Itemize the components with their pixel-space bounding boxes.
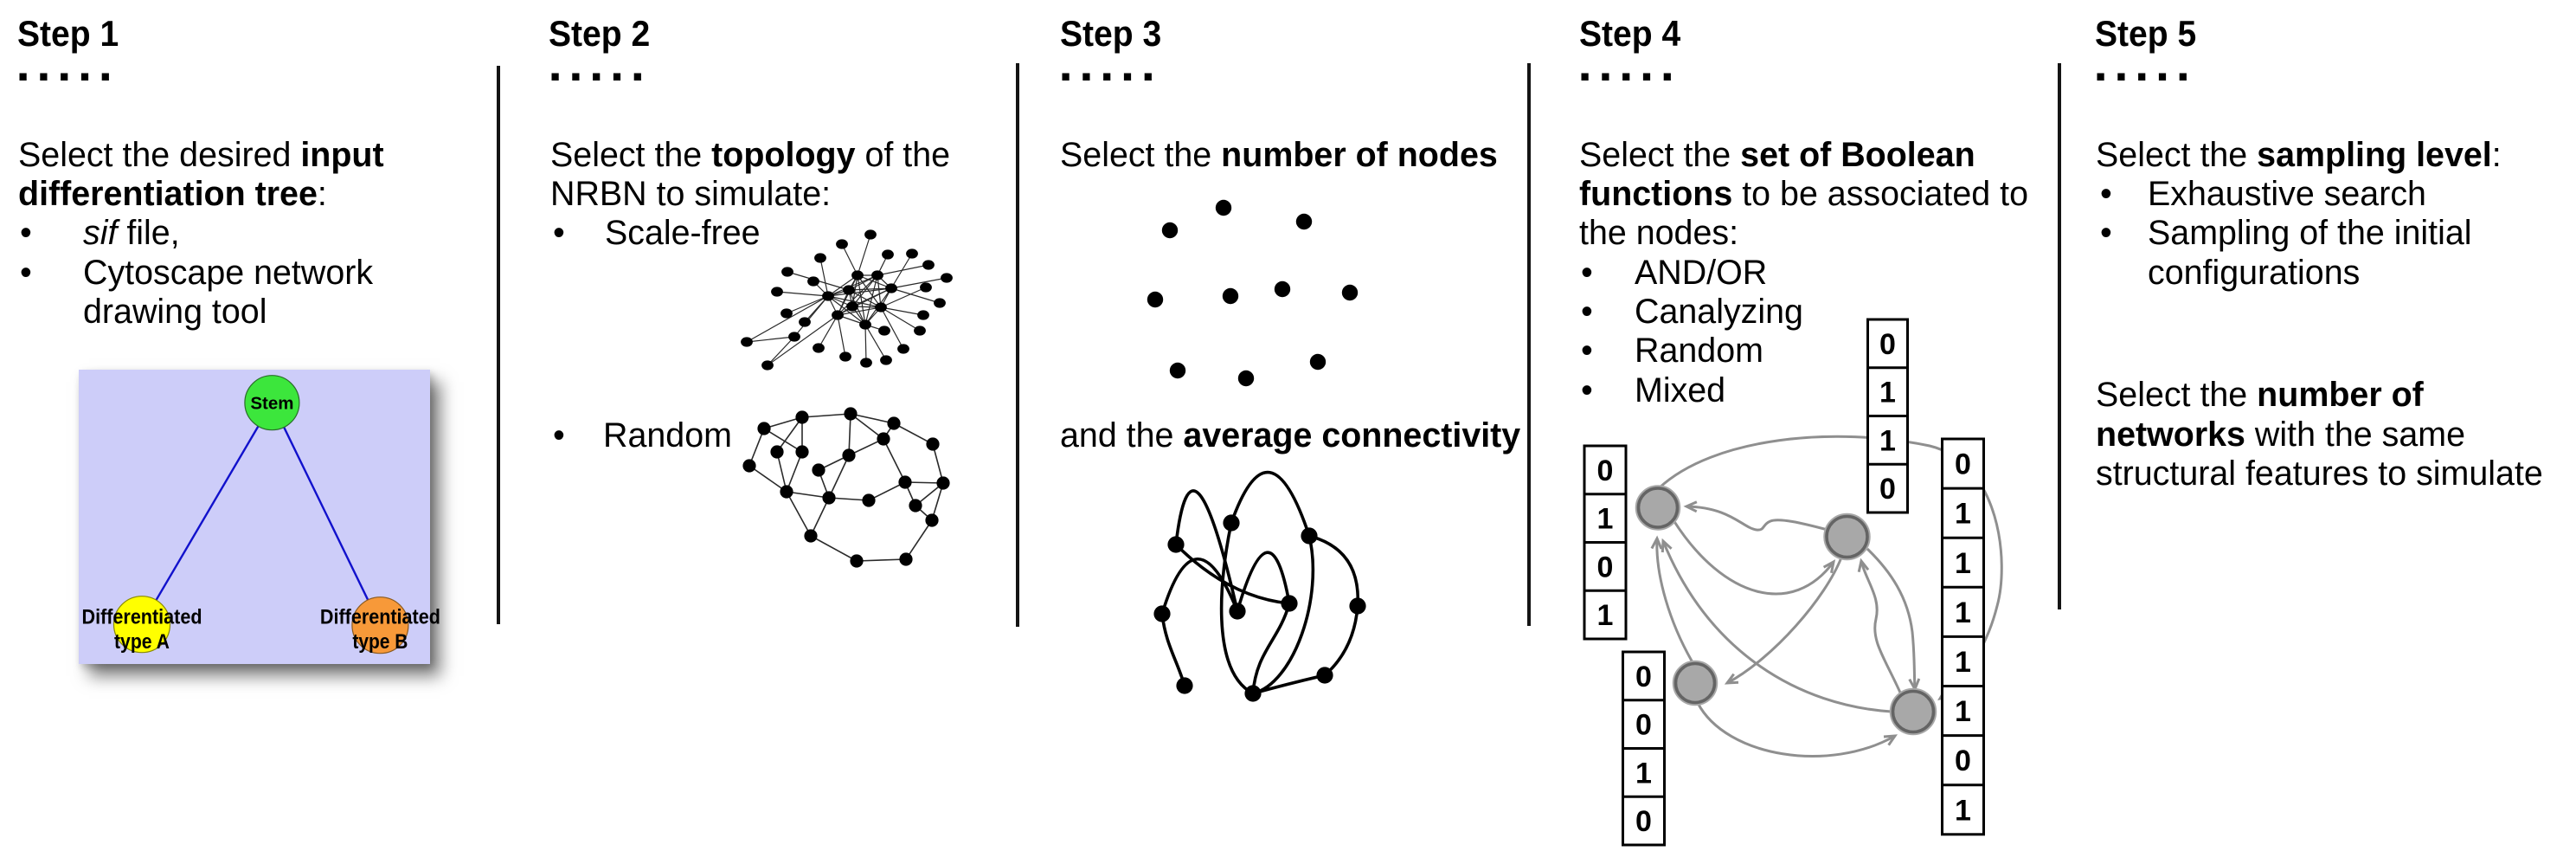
svg-text:Differentiated: Differentiated	[81, 605, 202, 629]
svg-text:1: 1	[1955, 794, 1971, 827]
svg-text:0: 0	[1635, 709, 1652, 742]
svg-text:1: 1	[1955, 547, 1971, 580]
svg-text:0: 0	[1955, 448, 1971, 481]
svg-text:0: 0	[1955, 745, 1971, 777]
svg-text:1: 1	[1879, 424, 1896, 457]
svg-text:0: 0	[1879, 473, 1896, 506]
svg-text:0: 0	[1635, 661, 1652, 693]
svg-text:1: 1	[1955, 646, 1971, 679]
svg-text:1: 1	[1955, 695, 1971, 728]
svg-text:1: 1	[1597, 503, 1614, 536]
svg-text:1: 1	[1955, 498, 1971, 531]
svg-text:1: 1	[1635, 757, 1652, 790]
svg-text:type A: type A	[114, 630, 170, 654]
svg-text:Differentiated: Differentiated	[319, 605, 440, 629]
svg-text:1: 1	[1597, 599, 1614, 632]
svg-text:Stem: Stem	[250, 393, 293, 413]
svg-text:1: 1	[1955, 596, 1971, 629]
svg-text:1: 1	[1879, 377, 1896, 409]
svg-text:0: 0	[1635, 805, 1652, 838]
svg-text:type B: type B	[352, 630, 408, 654]
svg-text:0: 0	[1597, 551, 1614, 583]
svg-text:0: 0	[1879, 328, 1896, 361]
svg-text:0: 0	[1597, 455, 1614, 487]
